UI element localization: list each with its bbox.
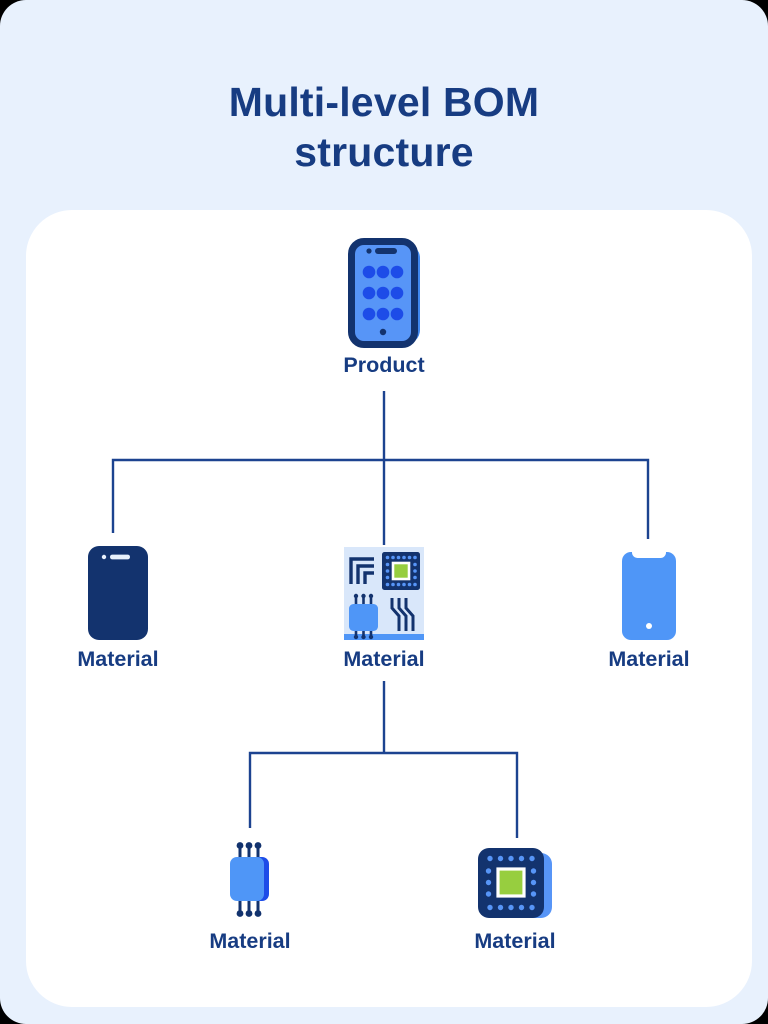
node-label: Material bbox=[77, 647, 159, 671]
tree-node-product: Product bbox=[314, 238, 454, 378]
tree-node-material-3: Material bbox=[579, 552, 719, 672]
smartphone-icon bbox=[348, 238, 420, 348]
electronic-component-icon bbox=[230, 842, 269, 917]
node-label: Material bbox=[474, 929, 556, 953]
node-label: Material bbox=[608, 647, 690, 671]
page-title-line2: structure bbox=[294, 129, 474, 176]
circuit-board-icon bbox=[344, 547, 424, 640]
node-label: Material bbox=[343, 647, 425, 671]
tree-node-material-5: Material bbox=[445, 848, 585, 954]
microchip-icon bbox=[478, 848, 552, 918]
tree-node-material-4: Material bbox=[180, 836, 320, 954]
node-label: Product bbox=[343, 353, 425, 377]
tree-node-material-1: Material bbox=[48, 546, 188, 672]
phone-shell-icon bbox=[622, 552, 676, 640]
node-label: Material bbox=[209, 929, 291, 953]
tree-node-material-2: Material bbox=[314, 547, 454, 672]
page-title-line1: Multi-level BOM bbox=[228, 79, 540, 126]
phone-back-panel-icon bbox=[88, 546, 148, 640]
page-title: Multi-level BOM structure bbox=[0, 77, 768, 177]
